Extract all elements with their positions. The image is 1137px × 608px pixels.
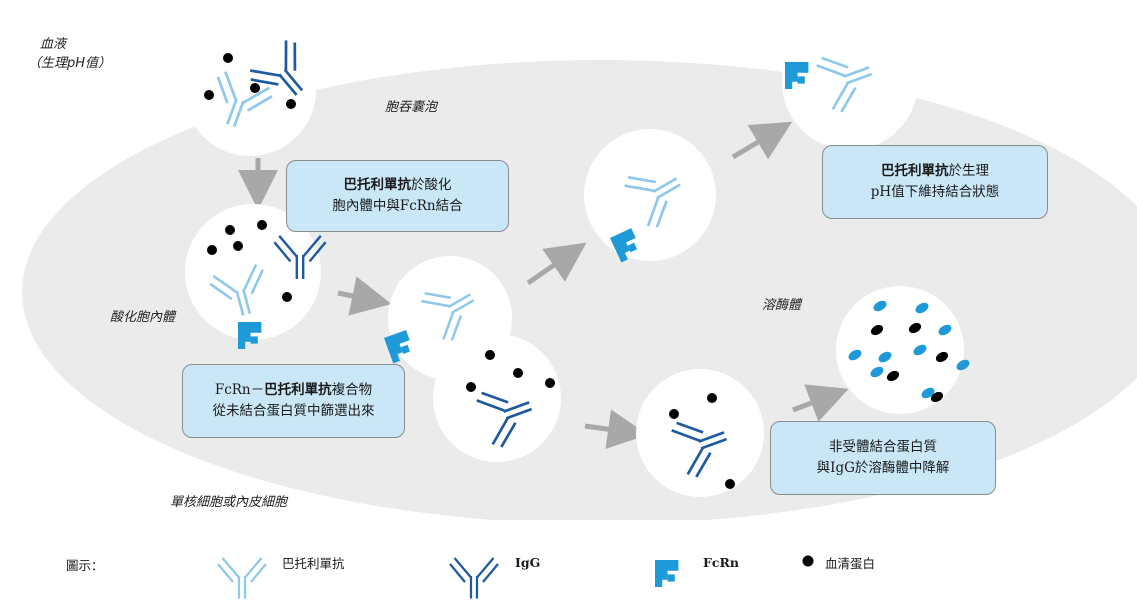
legend-fcrn-label: FcRn bbox=[703, 555, 739, 570]
flow-arrows bbox=[238, 121, 849, 450]
vesicle-circle bbox=[584, 129, 716, 263]
box-bind-in-endosome: 巴托利單抗於酸化 胞內體中與FcRn結合 bbox=[286, 160, 509, 232]
box-maintain-line2: pH值下維持結合狀態 bbox=[870, 184, 1000, 200]
box-sort-drug: 巴托利單抗 bbox=[264, 382, 332, 399]
legend-title: 圖示： bbox=[66, 558, 104, 573]
box-maintain-rest: 於生理 bbox=[948, 163, 990, 180]
box-sort-line2: 從未結合蛋白質中篩選出來 bbox=[212, 403, 375, 419]
box-degrade-line2: 與IgG於溶酶體中降解 bbox=[816, 460, 950, 476]
legend-batoclimab-label: 巴托利單抗 bbox=[282, 556, 345, 571]
label-blood: 血液 bbox=[40, 37, 67, 52]
box-bind-rest: 於酸化 bbox=[411, 177, 452, 194]
box-degradation: 非受體結合蛋白質 與IgG於溶酶體中降解 bbox=[770, 421, 996, 495]
box-bind-line2: 胞內體中與FcRn結合 bbox=[332, 198, 463, 214]
legend-serum-protein-label: 血清蛋白 bbox=[825, 556, 876, 571]
label-endocytic-vesicle: 胞吞囊泡 bbox=[385, 100, 438, 115]
box-sorting: FcRn－巴托利單抗複合物 從未結合蛋白質中篩選出來 bbox=[182, 364, 405, 438]
box-maintain-drug: 巴托利單抗 bbox=[881, 163, 949, 180]
acidified-endosome-circle bbox=[185, 204, 327, 349]
box-bind-drug: 巴托利單抗 bbox=[343, 177, 412, 194]
release-circle bbox=[782, 14, 918, 150]
lysosome-circle bbox=[836, 286, 970, 414]
legend-serum-protein-icon bbox=[802, 555, 814, 567]
label-lysosome: 溶酶體 bbox=[762, 298, 802, 313]
label-blood-ph: （生理pH值） bbox=[28, 56, 112, 71]
blood-circle bbox=[184, 24, 323, 156]
label-cell: 單核細胞或內皮細胞 bbox=[170, 495, 288, 510]
lysosome-entry-circle bbox=[636, 369, 764, 497]
label-acidified-endosome: 酸化胞內體 bbox=[110, 310, 176, 325]
box-degrade-line1: 非受體結合蛋白質 bbox=[829, 439, 937, 456]
box-sort-rest: 複合物 bbox=[331, 382, 373, 399]
box-sort-pre: FcRn－ bbox=[214, 382, 265, 399]
box-maintain-binding: 巴托利單抗於生理 pH值下維持結合狀態 bbox=[822, 145, 1048, 219]
legend-igg-label: IgG bbox=[515, 555, 541, 570]
sorting-circle-igg bbox=[433, 334, 561, 462]
